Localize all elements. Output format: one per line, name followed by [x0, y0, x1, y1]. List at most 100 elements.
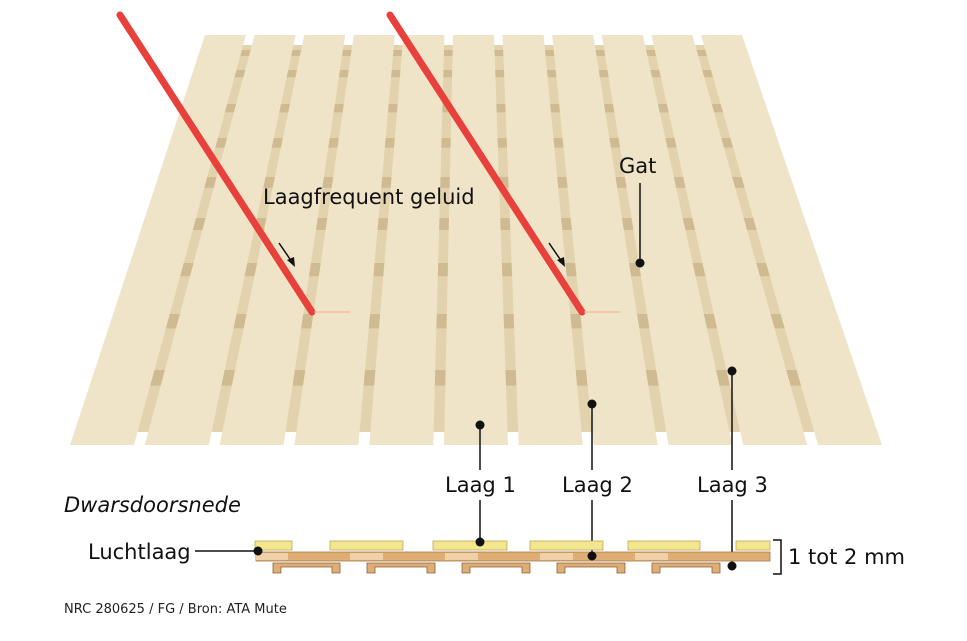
section-air-gap [445, 553, 478, 560]
section-layer-1-plank [254, 540, 293, 551]
thickness-label: 1 tot 2 mm [788, 545, 905, 569]
arrow-icon [278, 242, 295, 267]
layer-2-crossbar [585, 70, 621, 78]
leader-dot [635, 258, 645, 268]
cross-section [254, 540, 771, 574]
leader-dot [727, 561, 737, 571]
layer-2-crossbar [650, 138, 690, 148]
leader-dot [253, 546, 263, 556]
layer-2-crossbar [370, 138, 410, 148]
layer-2-crossbar [706, 138, 746, 148]
layer-1-plank [701, 35, 882, 445]
section-layer-1-plank [627, 540, 701, 551]
section-air-gap [350, 553, 383, 560]
layer-1-planks [70, 35, 882, 445]
layer-2-crossbar [203, 138, 242, 148]
hole-label: Gat [619, 154, 656, 178]
layer-2-crossbar [481, 50, 517, 56]
layer-2-crossbar [697, 104, 735, 113]
layer-2-crossbar [716, 177, 757, 188]
layer-1-plank [219, 35, 346, 445]
layer-2-crossbar [320, 104, 358, 113]
layer-2-crossbar [483, 177, 524, 188]
layer-2-crossbar [259, 138, 298, 148]
section-layer-3-channel [366, 562, 436, 574]
layer-2-crossbar [643, 104, 681, 113]
layer2-label: Laag 2 [562, 473, 633, 497]
layer-2-crossbar [213, 104, 251, 113]
layer-1-plank [144, 35, 296, 445]
layer-2-crossbar [590, 104, 628, 113]
section-layer-1-plank [735, 540, 771, 551]
section-air-gap [635, 553, 668, 560]
layer-2-crossbar [366, 177, 407, 188]
arrow-icon [548, 242, 565, 267]
layer-2-crossbar [431, 50, 466, 56]
leader-dot [475, 537, 485, 547]
layer-2-crossbar [430, 70, 466, 78]
layer-2-crossbar [425, 177, 466, 188]
layer-2-crossbar [637, 70, 673, 78]
section-layer-1-plank [432, 540, 508, 551]
layer-2-crossbar [426, 138, 466, 148]
leader-dot [475, 420, 485, 430]
layer-2-crossbar [482, 138, 522, 148]
layer-2-crossbar [688, 70, 725, 78]
layer-1-plank [502, 35, 583, 445]
layer-2-crossbar [223, 70, 259, 78]
section-title: Dwarsdoorsnede [64, 493, 241, 517]
layer-1-plank [651, 35, 808, 445]
layer3-label: Laag 3 [697, 473, 768, 497]
layer-2-crossbar [308, 177, 349, 188]
leaders [195, 183, 733, 566]
layer-2-crossbar [380, 50, 416, 56]
layer-1-plank [294, 35, 395, 445]
section-layer-1-plank [329, 540, 404, 551]
layer-2-crossbar [374, 104, 412, 113]
source-credit: NRC 280625 / FG / Bron: ATA Mute [64, 602, 287, 617]
section-layer-2-strip [255, 551, 771, 562]
layer-1-plank [369, 35, 445, 445]
sound-ray-left [116, 11, 316, 316]
section-air-gap [256, 553, 288, 560]
layer-2-crossbar [683, 50, 719, 56]
layer-1-plank [601, 35, 733, 445]
layer-2-crossbar [250, 177, 291, 188]
sound-ray-right [386, 11, 586, 316]
layer-2-crossbar [378, 70, 414, 78]
layer-2-crossbar [279, 50, 315, 56]
layer-2-crossbar [482, 104, 520, 113]
layer1-label: Laag 1 [445, 473, 516, 497]
layer-2-crossbar [329, 50, 365, 56]
layer-2-crossbar [326, 70, 363, 78]
layer-2-crossbar [538, 138, 578, 148]
leader-dots [253, 258, 737, 571]
sound-rays [116, 11, 620, 316]
layer-2-crossbar [266, 104, 304, 113]
layer-2-crossbar [274, 70, 311, 78]
section-layer-1-plank [529, 540, 604, 551]
leader-dot [587, 551, 597, 561]
layer-2-crossbar [315, 138, 354, 148]
layer-2-crossbar [541, 177, 582, 188]
layer-2-crossbar [633, 50, 668, 56]
layer-2-crossbar [536, 104, 574, 113]
layer-2-crossbar [533, 70, 570, 78]
section-layer-3-channel [651, 562, 721, 574]
section-layer-3-channel [461, 562, 531, 574]
layer-2-crossbar [594, 138, 634, 148]
layer-2-crossbar [481, 70, 518, 78]
section-layer-3-channel [272, 562, 341, 574]
layer-2-crossbar [228, 50, 264, 56]
thickness-bracket [773, 539, 782, 575]
air-layer-label: Luchtlaag [88, 540, 191, 564]
layer-2-crossbar [658, 177, 699, 188]
layer-2-crossbar [582, 50, 618, 56]
layer-2-crossbar [600, 177, 641, 188]
layer-1-plank [552, 35, 658, 445]
leader-dot [587, 399, 597, 409]
section-air-gap [540, 553, 573, 560]
section-layer-3-channel [556, 562, 626, 574]
leader-dot [727, 366, 737, 376]
